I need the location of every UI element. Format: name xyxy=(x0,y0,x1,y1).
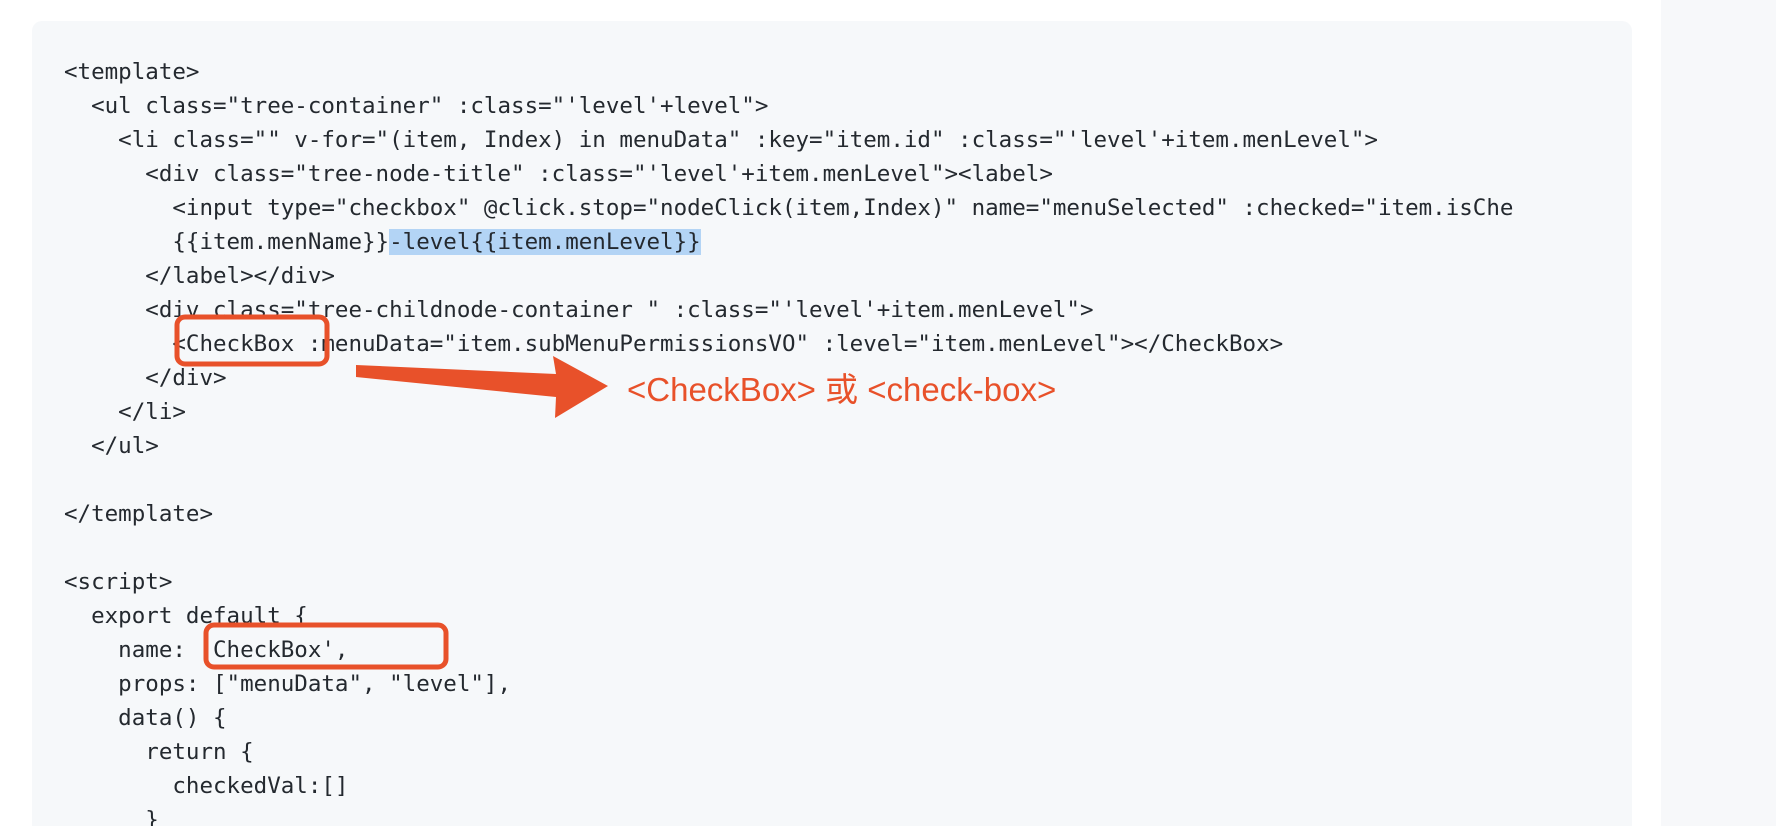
code-line-10: </div> xyxy=(64,365,227,391)
code-line-19: props: ["menuData", "level"], xyxy=(64,671,512,697)
annotation-label: <CheckBox> 或 <check-box> xyxy=(627,371,1057,408)
code-line-13 xyxy=(64,463,1513,497)
code-line-23: } xyxy=(64,807,159,826)
code-block[interactable]: <template> <ul class="tree-container" :c… xyxy=(32,21,1632,826)
code-line-6: {{item.menName}}-level{{item.menLevel}} xyxy=(64,225,1513,259)
code-line-6-text: {{item.menName}} xyxy=(64,229,390,255)
code-line-5: <input type="checkbox" @click.stop="node… xyxy=(64,195,1514,221)
code-content[interactable]: <template> <ul class="tree-container" :c… xyxy=(64,55,1513,826)
code-line-8: <div class="tree-childnode-container " :… xyxy=(64,297,1094,323)
code-line-22: checkedVal:[] xyxy=(64,773,349,799)
code-line-14: </template> xyxy=(64,501,214,527)
code-line-20: data() { xyxy=(64,705,227,731)
code-line-21: return { xyxy=(64,739,254,765)
code-line-1: <template> xyxy=(64,59,200,85)
code-line-18: name: 'CheckBox', xyxy=(64,637,349,663)
code-line-12: </ul> xyxy=(64,433,159,459)
code-line-11: </li> xyxy=(64,399,186,425)
selected-text[interactable]: -level{{item.menLevel}} xyxy=(389,229,701,255)
code-line-2: <ul class="tree-container" :class="'leve… xyxy=(64,93,769,119)
code-line-9: <CheckBox :menuData="item.subMenuPermiss… xyxy=(64,331,1284,357)
code-line-15 xyxy=(64,531,1513,565)
code-line-3: <li class="" v-for="(item, Index) in men… xyxy=(64,127,1378,153)
code-line-16: <script> xyxy=(64,569,173,595)
code-line-4: <div class="tree-node-title" :class="'le… xyxy=(64,161,1053,187)
code-line-7: </label></div> xyxy=(64,263,335,289)
code-line-17: export default { xyxy=(64,603,308,629)
right-gutter xyxy=(1661,0,1776,826)
